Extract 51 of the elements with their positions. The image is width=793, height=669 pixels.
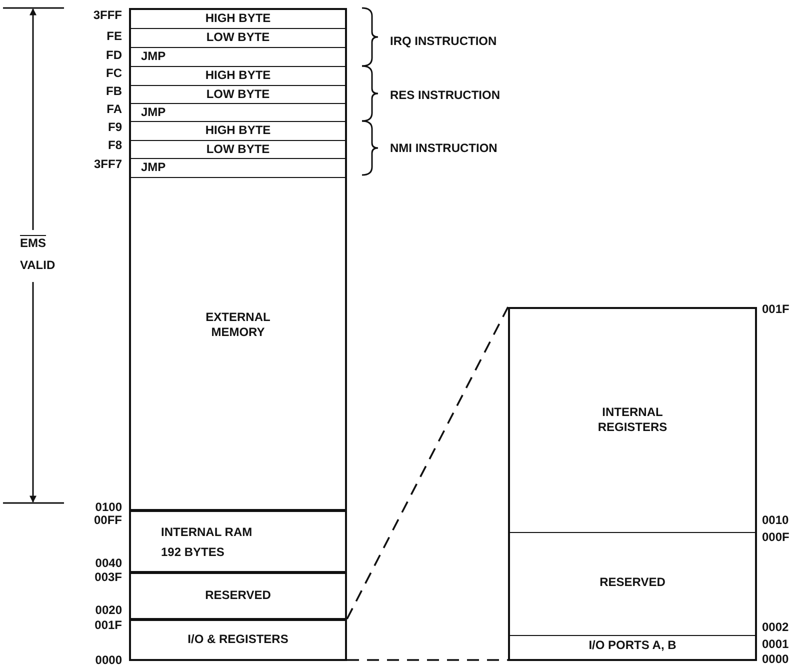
address-label: FB [106,84,122,99]
address-label: 0100 [95,500,122,515]
segment-label: RESERVED [204,588,272,603]
segment-label: HIGH BYTE [204,11,272,26]
segment-label: I/O & REGISTERS [186,632,290,647]
address-label: 001F [94,618,122,633]
segment-label: JMP [141,49,166,64]
dashed-connector [346,306,509,620]
segment-label: RESERVED [598,575,666,590]
segment-label: INTERNAL REGISTERS [596,404,668,434]
segment-label: HIGH BYTE [204,68,272,83]
address-label: 000F [762,530,790,545]
address-label: 3FF7 [94,157,122,172]
address-label: 003F [94,570,122,585]
signal-name: VALID [20,258,56,273]
address-label: 0040 [95,556,122,571]
address-label: FC [106,66,122,81]
memory-segment [510,533,755,637]
address-label: F9 [108,120,122,135]
memory-block [129,510,347,573]
segment-label: JMP [141,160,166,175]
segment-label: HIGH BYTE [204,123,272,138]
segment-label: LOW BYTE [205,30,271,45]
address-label: 0001 [762,637,789,652]
address-label: FA [106,102,122,117]
segment-label: EXTERNAL MEMORY [204,310,272,340]
memory-block [129,572,347,620]
address-label: 0020 [95,603,122,618]
vector-label: IRQ INSTRUCTION [390,34,497,49]
address-label: 0010 [762,513,789,528]
segment-label: INTERNAL RAM 192 BYTES [161,524,254,561]
segment-label: LOW BYTE [205,87,271,102]
address-label: 3FFF [93,8,122,23]
address-label: FD [106,48,122,63]
address-label: F8 [108,138,122,153]
address-label: FE [106,29,122,44]
segment-label: I/O PORTS A, B [588,638,678,652]
vector-label: RES INSTRUCTION [390,88,500,103]
signal-name: EMS [20,236,46,251]
segment-label: LOW BYTE [205,142,271,157]
address-label: 001F [762,302,790,317]
address-label: 0000 [762,652,789,667]
memory-block [508,307,757,661]
dashed-connector [347,659,508,661]
segment-label: JMP [141,105,166,120]
address-label: 0000 [95,653,122,668]
memory-block [129,619,347,661]
vector-label: NMI INSTRUCTION [390,141,498,156]
memory-block [129,8,347,511]
address-label: 0002 [762,620,789,635]
address-label: 00FF [94,513,122,528]
